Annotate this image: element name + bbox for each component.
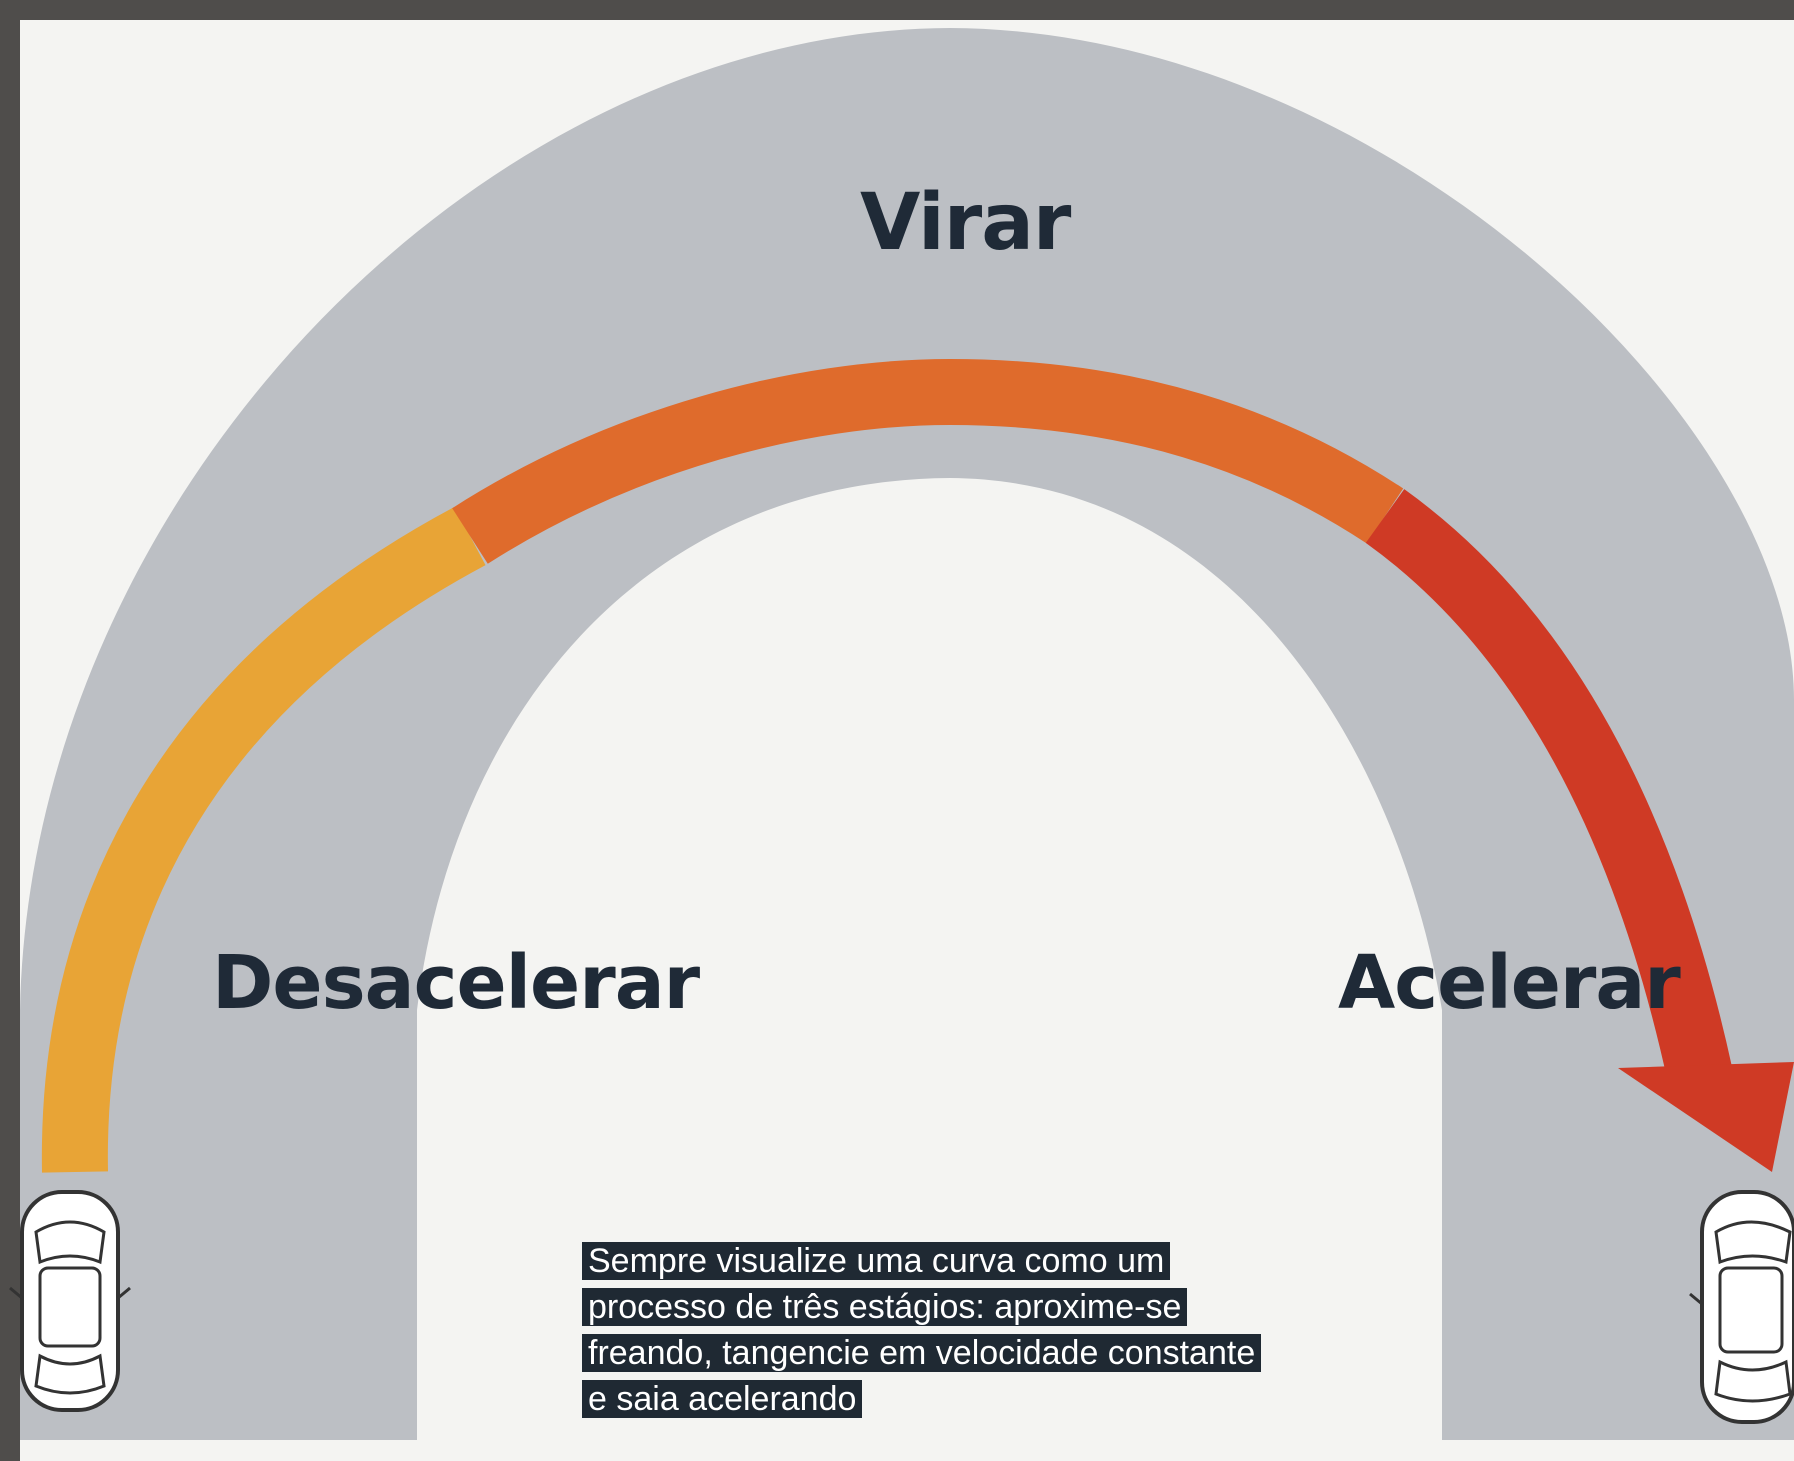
turn-band [452, 358, 1404, 564]
stage-label-decelerate: Desacelerar [212, 940, 700, 1026]
stage-label-accelerate: Acelerar [1338, 940, 1681, 1026]
stage-label-turn: Virar [860, 178, 1071, 268]
caption-box: Sempre visualize uma curva como um proce… [582, 1238, 1262, 1422]
car-right-icon [1689, 1190, 1794, 1424]
decelerate-band [41, 506, 486, 1173]
car-left-icon [9, 1190, 131, 1412]
caption-text: Sempre visualize uma curva como um proce… [582, 1242, 1262, 1418]
accelerate-band [1365, 489, 1733, 1083]
road-arch [20, 28, 1794, 1440]
arrow-head-icon [1618, 1062, 1794, 1172]
